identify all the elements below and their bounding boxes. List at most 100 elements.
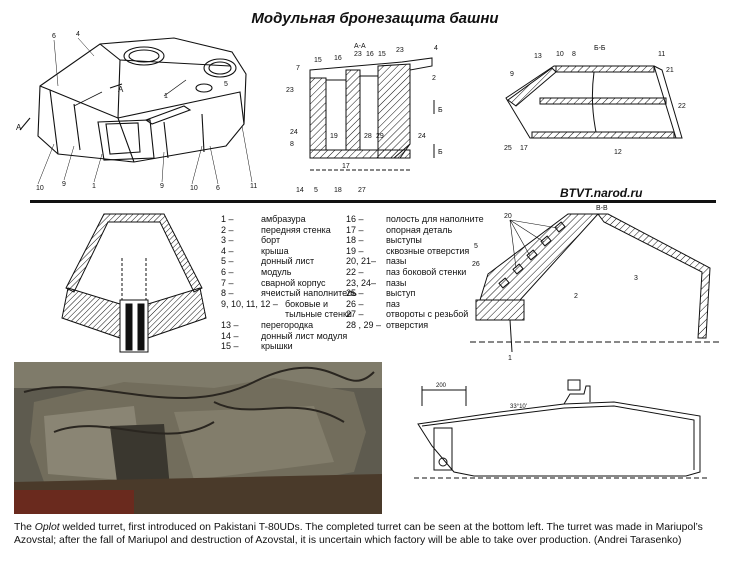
- legend-text: выступы: [386, 235, 422, 246]
- aa-callout: 16: [334, 55, 342, 62]
- aa-callout: 2: [432, 75, 436, 82]
- legend-item: 28 , 29 –отверстия: [346, 320, 484, 331]
- aa-callout: 27: [358, 187, 366, 194]
- turret-profile-drawing: 200 33°10': [414, 379, 710, 479]
- section-divider: [30, 200, 716, 203]
- legend-item: 19 –сквозные отверстия: [346, 246, 484, 257]
- turret-callout: 1: [92, 183, 96, 190]
- legend-num: 27 –: [346, 309, 364, 320]
- legend-text: крыша: [261, 245, 289, 256]
- legend-num: 8 –: [221, 288, 234, 299]
- legend-text: сквозные отверстия: [386, 245, 470, 256]
- dimension-angle: 33°10': [510, 404, 527, 410]
- frontal-section-drawing: [61, 213, 207, 353]
- dimension-200: 200: [436, 383, 447, 389]
- legend-text: боковые и: [285, 298, 328, 309]
- legend-item: 14 – донный лист модуля: [221, 331, 357, 342]
- aa-callout: 29: [376, 133, 384, 140]
- section-bb-drawing: Б-Б 13 10 8 11 21 9 22 25 17 12: [504, 45, 686, 156]
- legend-item: 8 – ячеистый наполнитель: [221, 288, 357, 299]
- legend-num: 26 –: [346, 298, 364, 309]
- turret-callout: 11: [250, 183, 257, 190]
- legend-num: 28 , 29 –: [346, 319, 382, 330]
- legend-text: амбразура: [261, 214, 306, 224]
- bb-callout: 13: [534, 53, 542, 60]
- aa-callout: 23: [354, 51, 362, 58]
- legend-text: отвороты с резьбой: [386, 309, 469, 320]
- turret-callout: 9: [160, 183, 164, 190]
- aa-callout: 24: [418, 133, 426, 140]
- legend-item: 20, 21– пазы: [346, 256, 484, 267]
- bb-callout: 17: [520, 145, 528, 152]
- legend-item: 5 – донный лист: [221, 256, 357, 267]
- bb-callout: 10: [556, 51, 564, 58]
- legend-num: 7 –: [221, 277, 234, 288]
- legend-item: 4 – крыша: [221, 246, 357, 257]
- vv-callout: 2: [574, 293, 578, 300]
- photo-caption: The Oplot welded turret, first introduce…: [14, 521, 734, 547]
- legend-num: 14 –: [221, 330, 239, 341]
- legend-num: 3 –: [221, 235, 234, 246]
- legend-text: донный лист модуля: [261, 330, 348, 341]
- vv-callout: 26: [472, 261, 480, 268]
- aa-callout: Б: [438, 107, 443, 114]
- aa-callout: 7: [296, 65, 300, 72]
- caption-italic: Oplot: [34, 522, 60, 533]
- bb-callout: 22: [678, 103, 686, 110]
- aa-callout: 18: [334, 187, 342, 194]
- bb-callout: 9: [510, 71, 514, 78]
- legend-num: 5 –: [221, 256, 234, 267]
- aa-callout: 8: [290, 141, 294, 148]
- legend-text: паз: [386, 298, 400, 309]
- legend-text: сварной корпус: [261, 277, 326, 288]
- legend-text: донный лист: [261, 256, 315, 267]
- section-aa-label: А-А: [354, 43, 366, 50]
- aa-callout: 15: [378, 51, 386, 58]
- section-vv-drawing: В-В 20 5 26 3 2 1: [470, 205, 720, 362]
- section-vv-label: В-В: [596, 205, 608, 212]
- aa-callout: 19: [330, 133, 338, 140]
- legend-num: 4 –: [221, 245, 234, 256]
- legend-item: 6 –модуль: [221, 267, 357, 278]
- legend-item: 25 –выступ: [346, 288, 484, 299]
- bb-callout: 12: [614, 149, 622, 156]
- caption-post: welded turret, first introduced on Pakis…: [14, 522, 703, 546]
- legend-text: крышки: [261, 341, 293, 352]
- legend-item: 16 –полость для наполните: [346, 214, 484, 225]
- turret-photo-image: [14, 362, 382, 514]
- legend-num: 20, 21–: [346, 256, 377, 267]
- legend-num: 9, 10, 11, 12 –: [221, 298, 278, 309]
- turret-callout: 6: [52, 33, 56, 40]
- vv-callout: 3: [634, 275, 638, 282]
- legend-left: 1 –амбразура 2 –передняя стенка 3 –борт …: [221, 214, 357, 352]
- turret-callout: 10: [36, 185, 44, 192]
- legend-num: 2 –: [221, 224, 234, 235]
- legend-num: 17 –: [346, 224, 364, 235]
- legend-num: 25 –: [346, 288, 364, 299]
- legend-item: 15 –крышки: [221, 341, 357, 352]
- bb-callout: 25: [504, 145, 512, 152]
- legend-num: 1 –: [221, 214, 234, 224]
- turret-callout: 1: [164, 93, 168, 100]
- legend-item: 13 –перегородка: [221, 320, 357, 331]
- aa-callout: 4: [434, 45, 438, 52]
- site-credit: BTVT.narod.ru: [560, 186, 643, 200]
- legend-item: 2 –передняя стенка: [221, 225, 357, 236]
- section-bb-label: Б-Б: [594, 45, 606, 52]
- legend-item: 7 – сварной корпус: [221, 278, 357, 289]
- legend-num: 18 –: [346, 235, 364, 246]
- legend-text: перегородка: [261, 319, 314, 330]
- legend-item: 17 –опорная деталь: [346, 225, 484, 236]
- legend-text: пазы: [386, 277, 407, 288]
- legend-text: ячеистый наполнитель: [261, 288, 357, 299]
- turret-photo: [14, 362, 382, 514]
- legend-text: пазы: [386, 256, 407, 267]
- turret-callout: 10: [190, 185, 198, 192]
- aa-callout: 23: [286, 87, 294, 94]
- legend-item: 22 –паз боковой стенки: [346, 267, 484, 278]
- aa-callout: 16: [366, 51, 374, 58]
- legend-item: 18 – выступы: [346, 235, 484, 246]
- turret-callout: 4: [76, 31, 80, 38]
- vv-callout: 5: [474, 243, 478, 250]
- legend-item: 9, 10, 11, 12 – боковые и: [221, 299, 357, 310]
